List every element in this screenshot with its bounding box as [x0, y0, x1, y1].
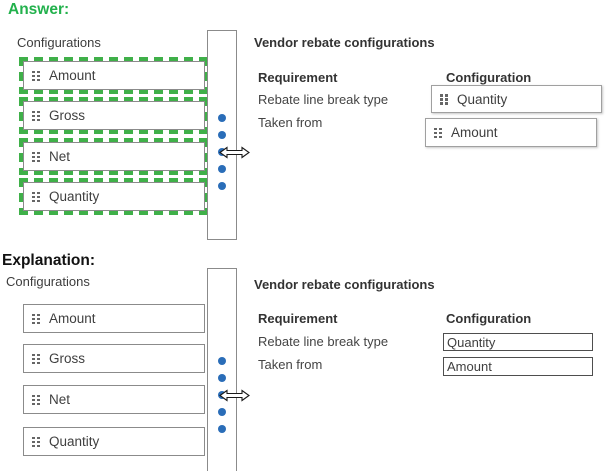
requirement-row-label: Rebate line break type: [258, 92, 389, 107]
configuration-header: Configuration: [446, 70, 532, 85]
grip-dots-icon: [32, 110, 40, 122]
requirement-row-label: Rebate line break type: [258, 334, 389, 349]
splitter-dot: [218, 425, 226, 433]
grip-dots-icon: [32, 191, 40, 203]
requirement-header: Requirement: [258, 70, 338, 85]
configuration-field-rebate-line-break-type[interactable]: [443, 333, 593, 351]
requirement-header: Requirement: [258, 311, 338, 326]
answer-heading: Answer:: [8, 1, 70, 18]
config-option-label: Gross: [49, 351, 86, 366]
chip-label: Quantity: [457, 91, 508, 107]
grip-dots-icon: [32, 313, 40, 325]
config-option-net[interactable]: Net: [23, 385, 205, 414]
grip-dots-icon: [32, 394, 40, 406]
config-option-gross[interactable]: Gross: [23, 344, 205, 373]
splitter-dot: [218, 357, 226, 365]
config-option-label: Amount: [49, 311, 96, 326]
config-option-quantity[interactable]: Quantity: [23, 427, 205, 456]
configuration-header: Configuration: [446, 311, 532, 326]
config-option-label: Quantity: [49, 189, 100, 204]
splitter-bar[interactable]: [207, 268, 237, 471]
grip-dots-icon: [434, 127, 442, 139]
configuration-field-taken-from[interactable]: [443, 357, 593, 376]
splitter-dot: [218, 114, 226, 122]
config-option-label: Amount: [49, 68, 96, 83]
configuration-chip-amount[interactable]: Amount: [425, 118, 597, 147]
chip-label: Amount: [451, 125, 498, 140]
horizontal-resize-arrow-icon: [219, 146, 250, 159]
config-option-label: Quantity: [49, 434, 100, 449]
explanation-heading: Explanation:: [2, 252, 96, 269]
configurations-title: Configurations: [17, 35, 101, 50]
grip-dots-icon: [32, 353, 40, 365]
config-option-label: Net: [49, 392, 71, 407]
config-option-net[interactable]: Net: [19, 138, 209, 175]
config-option-quantity[interactable]: Quantity: [19, 178, 209, 215]
grip-dots-icon: [32, 436, 40, 448]
grip-dots-icon: [440, 93, 448, 105]
config-option-amount[interactable]: Amount: [19, 57, 209, 94]
config-option-label: Net: [49, 149, 71, 164]
config-option-amount[interactable]: Amount: [23, 304, 205, 333]
splitter-dot: [218, 165, 226, 173]
splitter-dot: [218, 131, 226, 139]
requirement-row-label: Taken from: [258, 115, 323, 130]
splitter-dot: [218, 408, 226, 416]
requirement-row-label: Taken from: [258, 357, 323, 372]
grip-dots-icon: [32, 151, 40, 163]
config-option-gross[interactable]: Gross: [19, 97, 209, 134]
panel-title: Vendor rebate configurations: [254, 277, 435, 292]
splitter-dot: [218, 182, 226, 190]
panel-title: Vendor rebate configurations: [254, 35, 435, 50]
horizontal-resize-arrow-icon: [219, 389, 250, 402]
configurations-title: Configurations: [6, 274, 90, 289]
configuration-chip-quantity[interactable]: Quantity: [431, 85, 602, 113]
config-option-label: Gross: [49, 108, 86, 123]
splitter-dot: [218, 374, 226, 382]
grip-dots-icon: [32, 70, 40, 82]
